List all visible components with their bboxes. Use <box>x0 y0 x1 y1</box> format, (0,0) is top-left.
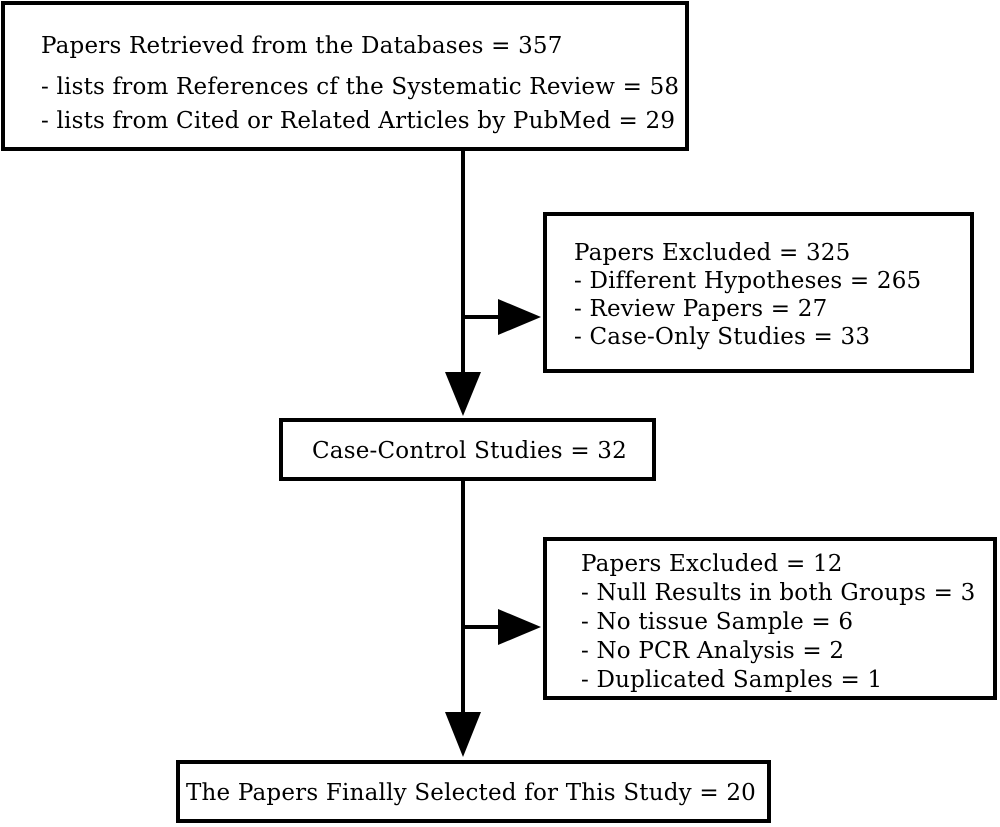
excluded-2-item: - Null Results in both Groups = 3 <box>581 580 976 606</box>
excluded-1-item: - Different Hypotheses = 265 <box>574 268 922 294</box>
final-selected-box: The Papers Finally Selected for This Stu… <box>176 760 771 823</box>
excluded-papers-box-1: Papers Excluded = 325 - Different Hypoth… <box>543 212 974 373</box>
excluded-1-item: - Review Papers = 27 <box>574 296 828 322</box>
retrieved-item: - lists from Cited or Related Articles b… <box>41 108 676 134</box>
excluded-1-title: Papers Excluded = 325 <box>574 240 851 266</box>
retrieved-title: Papers Retrieved from the Databases = 35… <box>41 33 563 59</box>
excluded-1-item: - Case-Only Studies = 33 <box>574 324 871 350</box>
excluded-papers-box-2: Papers Excluded = 12 - Null Results in b… <box>543 537 997 700</box>
arrowhead-right-excluded-1 <box>498 299 541 335</box>
excluded-2-title: Papers Excluded = 12 <box>581 551 843 577</box>
excluded-2-item: - Duplicated Samples = 1 <box>581 667 883 693</box>
retrieved-item: - lists from References cf the Systemati… <box>41 74 680 100</box>
arrowhead-down-case-control <box>445 372 481 416</box>
retrieved-papers-box: Papers Retrieved from the Databases = 35… <box>1 1 689 151</box>
excluded-2-item: - No PCR Analysis = 2 <box>581 638 845 664</box>
final-title: The Papers Finally Selected for This Stu… <box>186 780 757 806</box>
case-control-title: Case-Control Studies = 32 <box>312 438 627 464</box>
arrowhead-down-final <box>445 712 481 757</box>
arrowhead-right-excluded-2 <box>498 609 541 645</box>
excluded-2-item: - No tissue Sample = 6 <box>581 609 854 635</box>
case-control-box: Case-Control Studies = 32 <box>279 418 656 481</box>
